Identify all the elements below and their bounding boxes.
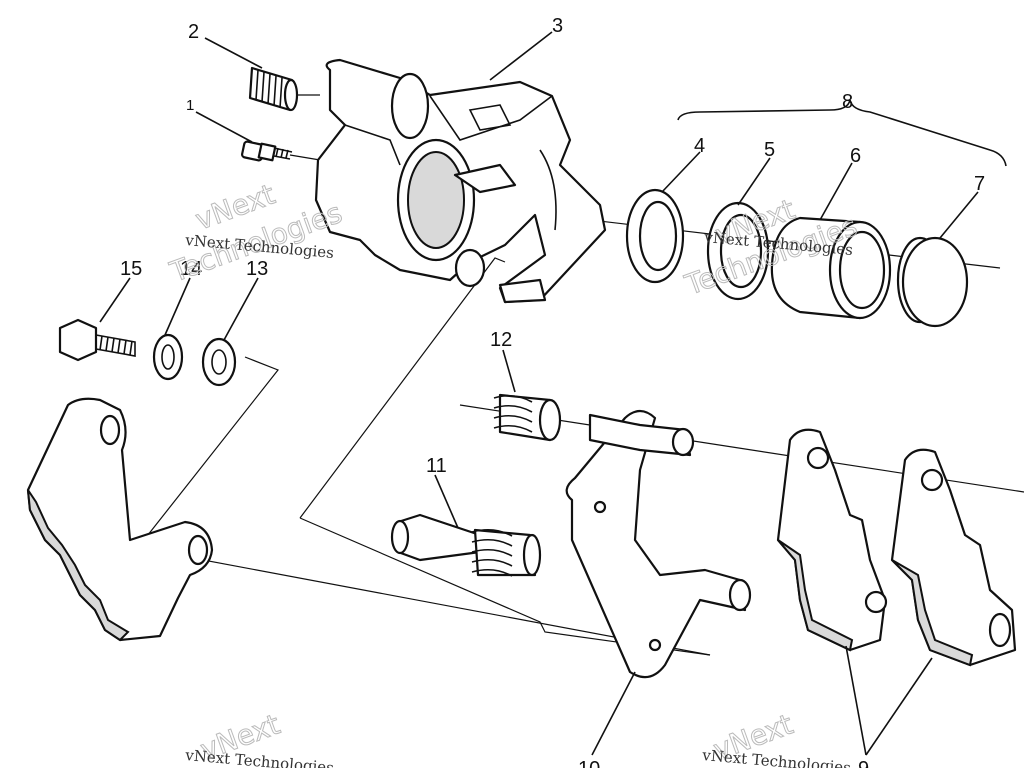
- guide-pin-part-11: [390, 513, 542, 577]
- callout-12: 12: [490, 329, 512, 351]
- callout-2: 2: [188, 21, 199, 43]
- mounting-bracket-part-10: [565, 409, 752, 679]
- callout-1: 1: [186, 97, 194, 114]
- leader-lines: [99, 31, 979, 756]
- watermark-small-4: vNext Technologies: [701, 746, 852, 768]
- watermarks: vNext Technologies vNext Technologies vN…: [165, 177, 862, 768]
- callout-labels: 1 2 3 4 5 6 7 8 9 10 11 12 13 14 15: [120, 15, 985, 768]
- bolt-part-15: [58, 318, 136, 362]
- group-bracket-part-8: [677, 99, 1007, 167]
- callout-13: 13: [246, 258, 268, 280]
- watermark-small-3: vNext Technologies: [184, 746, 335, 768]
- lock-washer-part-14: [152, 333, 184, 381]
- callout-8: 8: [842, 91, 853, 113]
- callout-7: 7: [974, 173, 985, 195]
- callout-9: 9: [858, 758, 869, 768]
- callout-6: 6: [850, 145, 861, 167]
- caliper-body-part-3: [314, 58, 607, 304]
- callout-11: 11: [426, 455, 447, 477]
- axis-lines: [139, 94, 1024, 656]
- plug-part-2: [248, 66, 299, 112]
- brake-pads-part-9: [776, 428, 1017, 667]
- callout-14: 14: [180, 258, 202, 280]
- bleeder-valve-part-1: [241, 140, 293, 162]
- callout-3: 3: [552, 15, 563, 37]
- frame-mount-section: [26, 397, 214, 642]
- callout-5: 5: [764, 139, 775, 161]
- washer-part-13: [201, 337, 237, 387]
- seal-ring-part-4: [625, 188, 685, 284]
- callout-4: 4: [694, 135, 705, 157]
- spring-part-12: [493, 393, 562, 442]
- callout-10: 10: [578, 758, 600, 768]
- piston-cap-part-7: [896, 236, 969, 328]
- dust-boot-ring-part-5: [706, 201, 770, 301]
- piston-part-6: [770, 216, 892, 320]
- callout-15: 15: [120, 258, 142, 280]
